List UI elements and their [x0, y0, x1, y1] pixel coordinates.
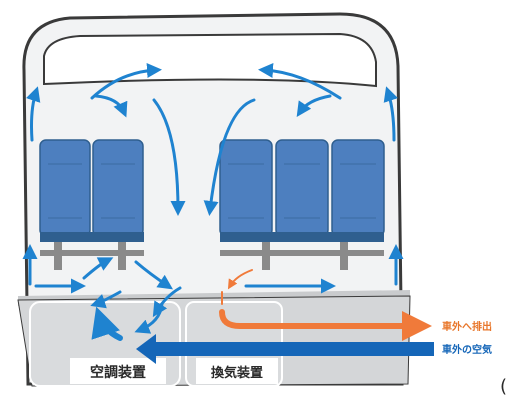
airflow-arrow — [134, 302, 164, 334]
ceiling-duct — [43, 32, 377, 88]
airflow-arrow — [383, 86, 398, 142]
fresh-air-arrowhead — [136, 334, 156, 364]
ac-unit-label-bg — [70, 358, 166, 384]
seat-back — [39, 139, 91, 237]
airflow-arrow — [134, 260, 173, 290]
airflow-arrow — [82, 257, 114, 280]
airflow-arrows — [22, 63, 404, 334]
airflow-arrow — [94, 94, 128, 118]
airflow-arrow — [258, 63, 342, 100]
exhaust-arrow — [219, 309, 432, 341]
seat-bench — [40, 232, 144, 242]
fresh-air-band — [150, 342, 434, 356]
airflow-arrow — [296, 94, 332, 117]
outside-air-label: 車外の空気 — [442, 343, 492, 356]
exhaust-label: 車外へ排出 — [442, 320, 492, 333]
ac-unit-label: 空調装置 — [90, 364, 146, 381]
exhaust-arrow — [227, 269, 253, 290]
seat-base — [40, 250, 144, 256]
seat-row-right — [219, 139, 385, 270]
ventilation-unit-label: 換気装置 — [211, 365, 263, 381]
ventilation-unit-label-bg — [196, 358, 278, 384]
seat-back — [219, 139, 273, 237]
airflow-arrow — [203, 98, 256, 216]
seat-back — [275, 139, 329, 237]
airflow-arrow — [26, 86, 41, 142]
fresh-air-inlet — [136, 334, 434, 364]
corner-mark: ( — [500, 376, 507, 396]
airflow-arrow — [90, 63, 162, 100]
exhaust-airflow — [219, 269, 432, 341]
seat-back — [331, 139, 385, 237]
airflow-arrow — [90, 290, 122, 309]
seat-back — [92, 139, 144, 237]
ac-intake-arrow — [91, 306, 123, 341]
airflow-arrow — [152, 98, 186, 216]
seat-bench — [220, 232, 384, 242]
seat-base — [220, 250, 384, 256]
seat-row-left — [39, 139, 144, 270]
airflow-arrow — [152, 286, 182, 318]
